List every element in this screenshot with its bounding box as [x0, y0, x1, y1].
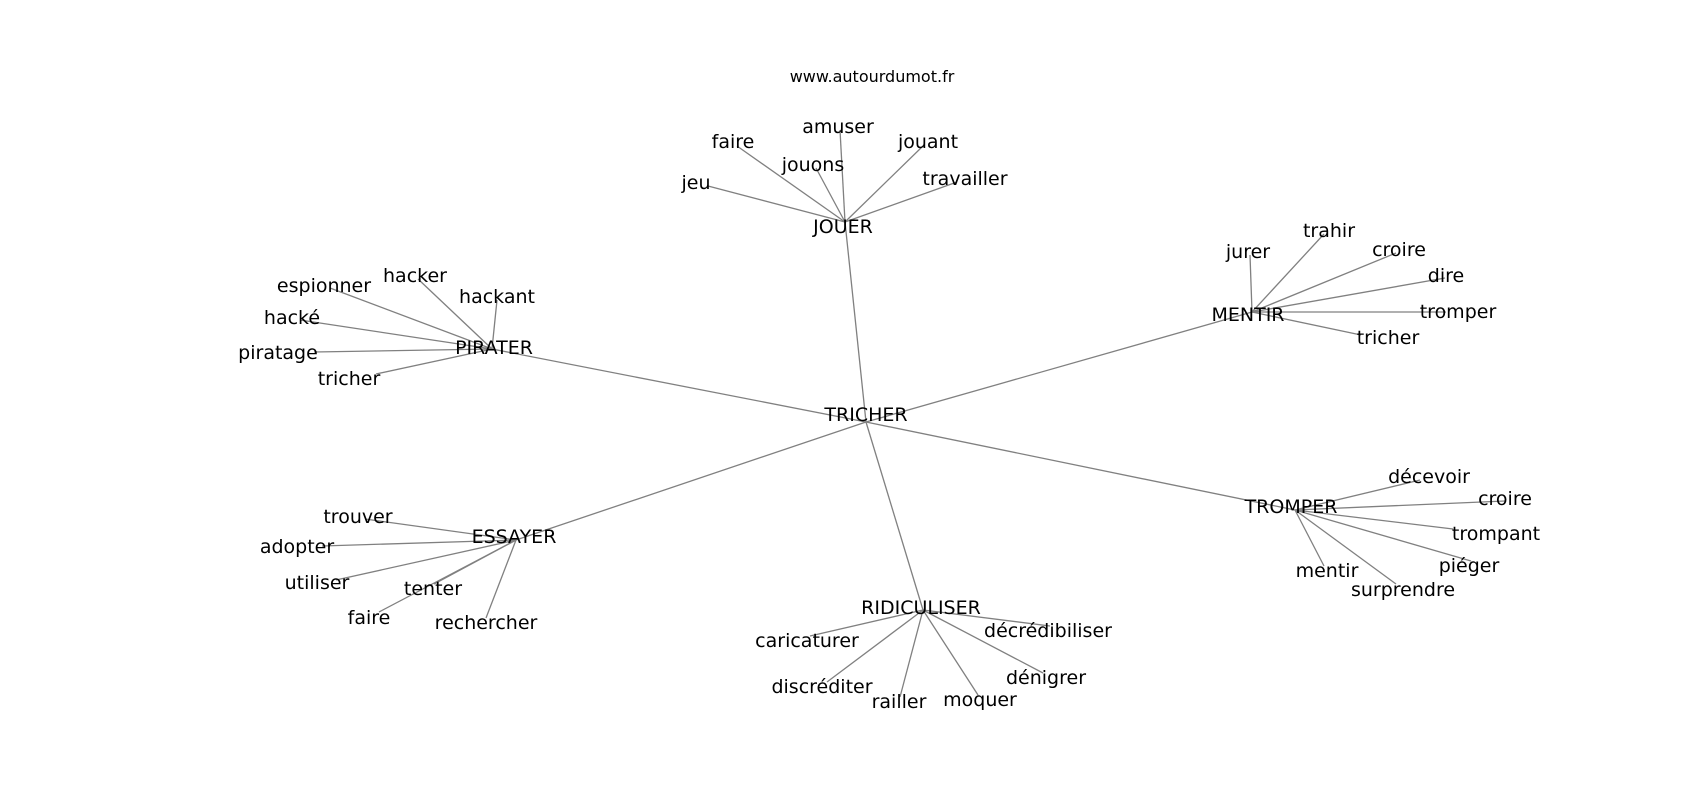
site-url: www.autourdumot.fr: [790, 67, 955, 86]
hub-word-mentir: MENTIR: [1211, 304, 1284, 326]
edge-center-essayer: [515, 421, 867, 541]
leaf-word: faire: [348, 607, 391, 629]
edge-pirater-leaf: [313, 348, 493, 353]
edge-jouer-leaf: [815, 167, 846, 223]
edge-pirater-leaf: [375, 348, 493, 375]
edge-mentir-leaf: [1249, 254, 1253, 313]
edge-essayer-leaf: [378, 539, 517, 613]
hub-word-tromper: TROMPER: [1244, 496, 1338, 518]
leaf-word: mentir: [1296, 560, 1359, 582]
leaf-word: discréditer: [771, 676, 872, 698]
leaf-word: jouons: [781, 154, 845, 176]
hub-word-ridiculiser: RIDICULISER: [861, 597, 981, 619]
edge-center-tromper: [865, 421, 1296, 511]
edge-ridiculiser-leaf: [826, 609, 924, 683]
edge-ridiculiser-leaf: [922, 609, 979, 696]
edge-tromper-leaf: [1294, 509, 1454, 530]
leaf-word: rechercher: [435, 612, 538, 634]
edge-tromper-leaf: [1294, 509, 1397, 585]
leaf-word: railler: [872, 691, 927, 713]
leaf-word: croire: [1478, 488, 1532, 510]
leaf-word: piratage: [238, 342, 318, 364]
hub-word-pirater: PIRATER: [455, 337, 533, 359]
edge-pirater-leaf: [299, 319, 493, 350]
leaf-word: dénigrer: [1006, 667, 1086, 689]
edge-mentir-leaf: [1251, 252, 1397, 313]
leaf-word: amuser: [802, 116, 874, 138]
leaf-word: décevoir: [1388, 466, 1470, 488]
edge-jouer-leaf: [844, 181, 958, 223]
leaf-word: trahir: [1303, 220, 1355, 242]
leaf-word: trompant: [1452, 523, 1540, 545]
edge-mentir-leaf: [1251, 311, 1362, 336]
edge-center-mentir: [865, 311, 1253, 423]
leaf-word: piéger: [1439, 555, 1500, 577]
edge-essayer-leaf: [321, 539, 517, 547]
edge-tromper-leaf: [1294, 509, 1472, 562]
edge-pirater-leaf: [491, 299, 498, 350]
leaf-word: jouant: [897, 131, 958, 153]
leaf-word: surprendre: [1351, 579, 1455, 601]
edge-center-jouer: [844, 221, 867, 423]
graph-labels: TRICHERJOUERjeufairejouonsamuserjouanttr…: [238, 116, 1540, 713]
hub-word-essayer: ESSAYER: [472, 526, 557, 548]
edge-tromper-leaf: [1294, 500, 1506, 511]
edge-essayer-leaf: [485, 539, 517, 619]
leaf-word: tricher: [1357, 327, 1420, 349]
leaf-word: hackant: [459, 286, 535, 308]
leaf-word: hacker: [383, 265, 447, 287]
leaf-word: dire: [1428, 265, 1464, 287]
edge-center-ridiculiser: [865, 421, 924, 611]
leaf-word: hacké: [264, 307, 320, 329]
leaf-word: tricher: [318, 368, 381, 390]
leaf-word: espionner: [277, 275, 371, 297]
edge-tromper-leaf: [1294, 509, 1325, 567]
leaf-word: moquer: [943, 689, 1017, 711]
leaf-word: jeu: [680, 172, 710, 194]
edge-tromper-leaf: [1294, 479, 1421, 511]
graph-edges: [299, 129, 1506, 698]
edge-ridiculiser-leaf: [899, 609, 924, 698]
edge-jouer-leaf: [707, 185, 846, 223]
edge-pirater-leaf: [417, 278, 493, 350]
edge-jouer-leaf: [736, 145, 846, 223]
leaf-word: tenter: [404, 578, 462, 600]
leaf-word: jurer: [1225, 241, 1270, 263]
leaf-word: trouver: [323, 506, 392, 528]
leaf-word: tromper: [1420, 301, 1497, 323]
leaf-word: travailler: [922, 168, 1007, 190]
edge-center-pirater: [491, 348, 867, 423]
edge-ridiculiser-leaf: [922, 609, 1051, 627]
edge-jouer-leaf: [844, 144, 925, 223]
leaf-word: faire: [712, 131, 755, 153]
leaf-word: décrédibiliser: [984, 620, 1112, 642]
hub-word-jouer: JOUER: [812, 216, 873, 238]
leaf-word: utiliser: [285, 572, 350, 594]
edge-ridiculiser-leaf: [809, 609, 924, 637]
edge-ridiculiser-leaf: [922, 609, 1044, 674]
edge-mentir-leaf: [1251, 233, 1325, 313]
edge-mentir-leaf: [1251, 277, 1446, 313]
leaf-word: caricaturer: [755, 630, 859, 652]
edge-pirater-leaf: [329, 287, 493, 350]
edge-essayer-leaf: [335, 539, 517, 581]
edge-essayer-leaf: [364, 518, 517, 541]
center-word: TRICHER: [823, 404, 907, 426]
leaf-word: croire: [1372, 239, 1426, 261]
edge-jouer-leaf: [839, 129, 846, 223]
leaf-word: adopter: [260, 536, 335, 558]
